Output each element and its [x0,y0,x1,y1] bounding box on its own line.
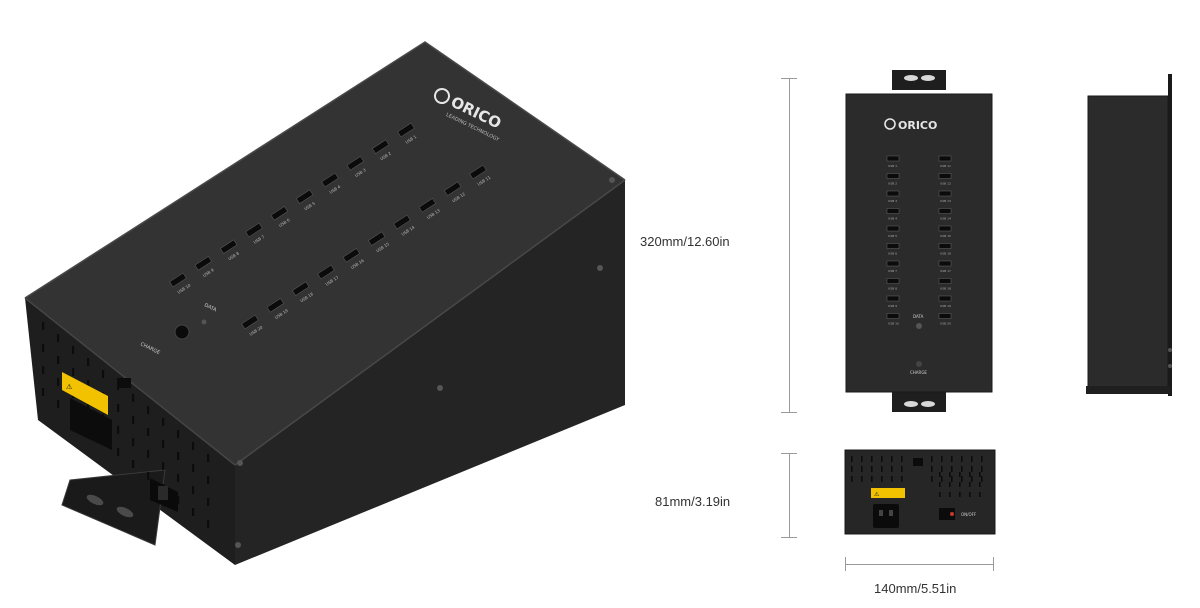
usb-port: USB 1 [397,122,418,145]
usb-port: USB 2 [371,139,392,161]
charge-indicator [174,324,190,340]
top-usb-port [938,313,952,319]
top-data-indicator [916,323,922,329]
top-usb-port-label: USB 14 [940,217,951,221]
svg-text:CHARGE: CHARGE [910,370,927,375]
top-view-body [845,93,993,393]
hub-front-face [25,298,235,565]
usb-port: USB 5 [295,189,316,211]
top-usb-port [886,278,900,284]
top-usb-port-label: USB 10 [888,322,899,326]
top-usb-port-label: USB 20 [940,322,951,326]
top-usb-port-label: USB 18 [940,287,951,291]
warning-sticker [62,372,108,415]
top-usb-port [938,260,952,267]
top-mount-bracket [892,70,946,90]
usb-port-label: USB 1 [404,134,417,145]
usb-port-label: USB 9 [202,267,215,278]
top-usb-port-label: USB 19 [940,304,951,308]
product-side-view [1086,74,1172,396]
top-usb-port [938,295,952,302]
ac-power-inlet [70,398,112,450]
usb-port: USB 3 [346,156,367,178]
width-dimension-label: 140mm/5.51in [874,581,957,596]
top-usb-port-label: USB 15 [940,234,951,238]
top-usb-port-label: USB 3 [888,199,897,203]
warning-icon: ⚠ [66,383,73,391]
mounting-bracket [61,469,166,546]
top-usb-port [938,225,952,232]
top-usb-port [938,278,952,284]
usb-port-label: USB 4 [328,184,341,195]
rear-warning-icon: ⚠ [874,491,880,498]
top-usb-port-label: USB 7 [888,269,897,273]
product-rear-view: ⚠ ON/OFF [844,449,996,535]
top-usb-port [886,313,900,319]
usb-port-label: USB 7 [252,234,265,245]
top-charge-indicator [916,361,922,367]
top-usb-port-label: USB 6 [888,252,897,256]
top-usb-port [886,155,900,162]
top-usb-port-label: USB 1 [888,164,897,168]
top-usb-port [886,295,900,302]
top-usb-port-label: USB 12 [940,182,951,186]
usb-port: USB 8 [219,239,240,261]
top-usb-port-label: USB 13 [940,199,951,203]
usb-port-label: USB 3 [354,167,367,178]
top-usb-port [886,243,900,249]
height-dimension-line [789,453,790,537]
top-usb-port-label: USB 9 [888,304,897,308]
usb-port-array-top: USB 1 USB 2 USB 3 USB 4 USB 5 USB 6 USB 7 USB 8… [886,155,952,326]
width-dimension-line [845,564,993,565]
top-usb-port [886,173,900,179]
top-usb-port [938,155,952,162]
top-usb-port [886,260,900,267]
rear-switch-label: ON/OFF [961,512,977,517]
top-usb-port-label: USB 11 [940,164,951,168]
top-usb-port [886,225,900,232]
rear-ac-inlet [873,504,899,528]
usb-in-port [117,378,131,388]
top-usb-port [938,173,952,179]
usb-port: USB 7 [245,222,266,245]
length-dimension-label: 320mm/12.60in [640,234,730,249]
side-view-body [1087,95,1169,393]
top-usb-port-label: USB 2 [888,182,897,186]
top-usb-port-label: USB 5 [888,234,897,238]
usb-port-label: USB 5 [303,200,316,211]
rear-usb-in-port [913,458,923,466]
usb-port: USB 6 [270,206,291,228]
length-dimension-line [789,78,790,412]
hub-top-face [25,42,625,465]
top-usb-port [886,208,900,214]
bottom-mount-bracket [892,392,946,412]
data-label: DATA [203,302,218,313]
svg-text:ORICO: ORICO [898,119,937,132]
top-usb-port [938,208,952,214]
svg-text:DATA: DATA [913,314,924,319]
top-usb-port [886,190,900,197]
top-usb-port [938,243,952,249]
top-usb-port-label: USB 16 [940,252,951,256]
hub-side-face [235,180,625,565]
data-indicator [201,319,207,325]
top-usb-port [938,190,952,197]
orico-logo-top: ORICO [884,118,937,132]
usb-port-label: USB 8 [227,250,240,261]
top-usb-port-label: USB 4 [888,217,897,221]
usb-port: USB 9 [194,256,215,278]
height-dimension-label: 81mm/3.19in [655,494,731,509]
rear-warning-sticker [871,488,905,498]
top-usb-port-label: USB 8 [888,287,897,291]
rear-power-switch [939,508,955,520]
top-usb-port-label: USB 17 [940,269,951,273]
usb-port-label: USB 2 [379,150,392,161]
side-view-bracket [1168,74,1172,396]
usb-port: USB 4 [321,172,342,195]
usb-port-label: USB 6 [278,217,291,228]
